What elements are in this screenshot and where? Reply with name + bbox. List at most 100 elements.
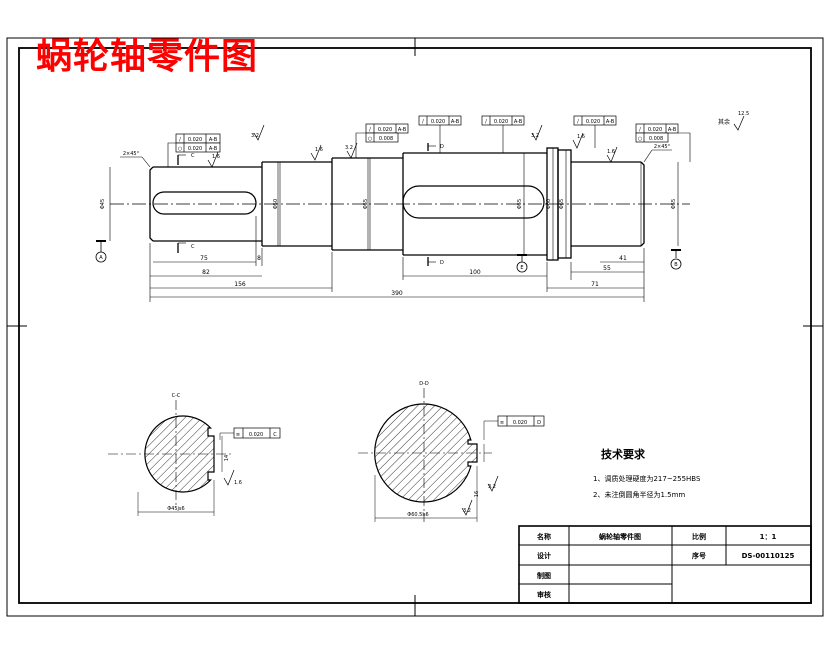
- datum-a-label: A: [99, 255, 103, 261]
- sec2-sym-ref: D: [537, 420, 541, 426]
- dim-dia-6: Φ65: [559, 199, 565, 209]
- svg-text:○: ○: [638, 136, 642, 142]
- dim-dia-1: Φ45: [100, 199, 106, 209]
- tol-6: 0.020: [494, 119, 508, 125]
- requirement-2: 2、未注倒圆角半径为1.5mm: [593, 490, 685, 499]
- svg-text:/: /: [577, 119, 579, 125]
- sec1-sym-ref: C: [273, 432, 277, 438]
- tb-scale-label: 比例: [692, 532, 706, 541]
- tol-5: 0.020: [431, 119, 445, 125]
- leaders: [167, 125, 691, 167]
- dim-len-mid: 100: [469, 269, 481, 276]
- svg-text:/: /: [485, 119, 487, 125]
- sec2-sym-icon: ≡: [500, 420, 504, 426]
- dim-dia-7: Φ55: [671, 199, 677, 209]
- datum-e-label: E: [520, 265, 523, 271]
- tol-5-ref: A-B: [451, 119, 460, 125]
- svg-text:○: ○: [368, 136, 372, 142]
- sec2-rough-1: 3.2: [488, 484, 496, 490]
- length-dims: [149, 216, 645, 302]
- rough-7: 1.6: [607, 149, 615, 155]
- dim-len-right2: 55: [603, 265, 611, 272]
- rough-1: 1.6: [212, 154, 220, 160]
- dim-dia-4: Φ55: [517, 199, 523, 209]
- roughness-marks: [207, 115, 745, 168]
- chamfer-right: 2×45°: [654, 144, 671, 150]
- rough-5: 3.2: [531, 133, 539, 139]
- tb-design-label: 设计: [537, 551, 551, 560]
- inner-border: [18, 47, 812, 604]
- section-d-d-label: D-D: [419, 381, 429, 387]
- dim-gap: 8: [257, 255, 261, 262]
- sec1-dim: 14: [224, 455, 230, 461]
- tol-7b-ref: A-B: [668, 127, 677, 133]
- chamfer-left: 2×45°: [123, 151, 140, 157]
- sec1-dia: Φ45js6: [167, 506, 184, 512]
- dim-len-right3: 71: [591, 281, 599, 288]
- tol-7-ref: A-B: [606, 119, 615, 125]
- tb-number-value: DS-00110125: [742, 552, 795, 560]
- tol-2-ref: A-B: [209, 146, 218, 152]
- requirements-heading: 技术要求: [601, 447, 646, 461]
- tol-1: 0.020: [188, 137, 202, 143]
- sec2-dim: 16: [474, 491, 480, 497]
- svg-text:/: /: [639, 127, 641, 133]
- tol-6-ref: A-B: [514, 119, 523, 125]
- rough-4: 3.2: [345, 145, 353, 151]
- rough-3: 1.6: [315, 147, 323, 153]
- tb-name-label: 名称: [537, 532, 551, 541]
- sec1-rough: 1.6: [234, 480, 242, 486]
- tol-7: 0.020: [586, 119, 600, 125]
- section-cuts: [177, 143, 436, 266]
- sec2-sym-tol: 0.020: [513, 420, 527, 426]
- svg-text:/: /: [369, 127, 371, 133]
- section-d-d: [358, 388, 545, 522]
- tb-scale-value: 1：1: [760, 533, 777, 541]
- rough-rest-label: 其余: [718, 118, 730, 126]
- dim-dia-2: Φ50: [273, 199, 279, 209]
- tolerance-symbols: / ○ / ○ / / / / ○: [178, 119, 642, 152]
- dim-dia-3: Φ55: [363, 199, 369, 209]
- dim-len-key1: 75: [200, 255, 208, 262]
- tb-name-value: 蜗轮轴零件图: [599, 532, 641, 541]
- dim-len-total: 390: [391, 290, 403, 297]
- drawing-title: 蜗轮轴零件图: [36, 35, 259, 77]
- tol-7b: 0.020: [648, 127, 662, 133]
- rough-2: 3.2: [251, 133, 259, 139]
- tolerance-frames: [175, 115, 679, 153]
- datum-e: [516, 254, 528, 273]
- outer-border: [6, 37, 824, 617]
- tol-8: 0.008: [649, 136, 663, 142]
- datum-b: [670, 249, 682, 270]
- rough-6: 1.6: [577, 134, 585, 140]
- svg-text:/: /: [422, 119, 424, 125]
- tol-4-ref: A-B: [398, 127, 407, 133]
- sec1-sym-icon: ≡: [236, 432, 240, 438]
- tol-4: 0.020: [378, 127, 392, 133]
- centering-marks: [7, 38, 823, 616]
- section-c-c: [108, 400, 281, 516]
- tol-2: 0.020: [188, 146, 202, 152]
- dim-len-seg1: 82: [202, 269, 210, 276]
- title-block: [518, 525, 812, 604]
- dim-len-right1: 41: [619, 255, 627, 262]
- cut-d-bottom: D: [440, 260, 444, 266]
- datum-a: [95, 240, 107, 263]
- shaft-outline: [149, 147, 645, 261]
- tb-draw-label: 制图: [537, 571, 551, 580]
- requirement-1: 1、调质处理硬度为217~255HBS: [593, 474, 701, 483]
- sec1-sym-tol: 0.020: [249, 432, 263, 438]
- tb-number-label: 序号: [691, 551, 706, 560]
- svg-text:○: ○: [178, 146, 182, 152]
- tb-check-label: 审核: [537, 590, 551, 599]
- sec2-dia: Φ60.5h6: [407, 512, 428, 518]
- cut-c-bottom: C: [191, 244, 195, 250]
- datum-b-label: B: [674, 262, 678, 268]
- cut-c-top: C: [191, 153, 195, 159]
- tol-1-ref: A-B: [209, 137, 218, 143]
- section-c-c-label: C-C: [172, 393, 181, 399]
- keyway-2: [402, 185, 545, 219]
- dim-dia-5: Φ60: [546, 199, 552, 209]
- cut-d-top: D: [440, 144, 444, 150]
